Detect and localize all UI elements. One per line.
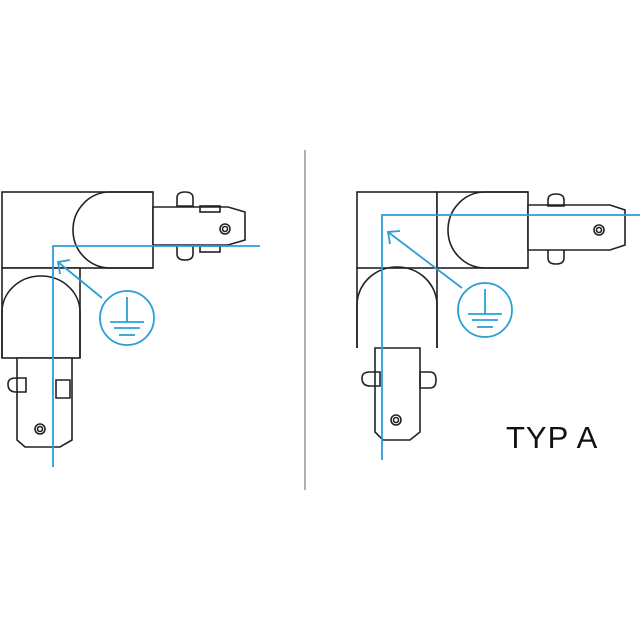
left-ground-path bbox=[52, 245, 260, 467]
protective-earth-ground-icon bbox=[457, 282, 513, 338]
right-ground-path bbox=[381, 214, 640, 460]
protective-earth-ground-icon bbox=[99, 290, 155, 346]
right-l-connector bbox=[356, 191, 626, 441]
left-l-connector bbox=[1, 191, 246, 448]
type-label: TYP A bbox=[506, 420, 599, 455]
